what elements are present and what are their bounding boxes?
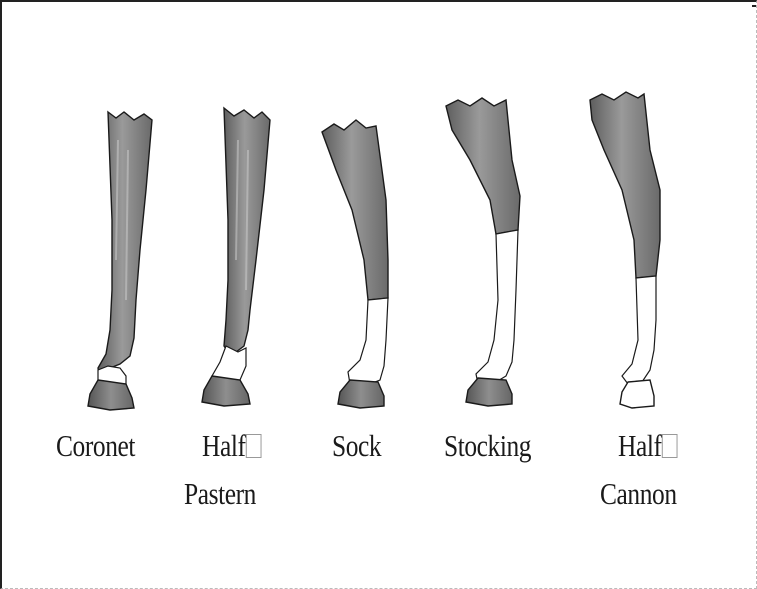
label-half-cannon-text-1: Half	[618, 428, 662, 463]
label-coronet-text: Coronet	[56, 428, 135, 463]
leg-half-cannon-hoof	[620, 380, 654, 408]
leg-coronet-coat	[98, 112, 152, 380]
leg-sock	[322, 120, 388, 408]
leg-stocking-coat	[446, 98, 520, 234]
leg-coronet	[88, 112, 152, 410]
leg-sock-coat	[322, 120, 388, 300]
label-sock: Sock	[332, 430, 381, 461]
label-half-cannon-line1: Half	[618, 430, 676, 461]
label-half-pastern-line2: Pastern	[184, 478, 256, 509]
leg-half-cannon-coat	[590, 92, 660, 278]
missing-glyph-box	[662, 434, 678, 458]
leg-half-pastern	[202, 108, 270, 406]
label-stocking-text: Stocking	[444, 428, 531, 463]
label-half-cannon-line2: Cannon	[600, 478, 677, 509]
leg-coronet-hoof	[88, 380, 134, 410]
leg-stocking-hoof	[466, 378, 512, 406]
leg-stocking	[446, 98, 520, 406]
label-half-pastern-text-1: Half	[202, 428, 246, 463]
leg-sock-white-marking	[348, 298, 388, 384]
label-sock-text: Sock	[332, 428, 381, 463]
label-stocking: Stocking	[444, 430, 531, 461]
leg-sock-hoof	[338, 380, 384, 408]
label-coronet: Coronet	[56, 430, 135, 461]
leg-stocking-white-marking	[476, 230, 518, 384]
missing-glyph-box	[246, 434, 262, 458]
leg-half-cannon	[590, 92, 660, 408]
leg-half-pastern-hoof	[202, 376, 250, 406]
label-half-pastern-line1: Half	[202, 430, 260, 461]
label-half-pastern-text-2: Pastern	[184, 476, 256, 511]
label-half-cannon-text-2: Cannon	[600, 476, 677, 511]
leg-half-cannon-white-marking	[622, 276, 656, 384]
